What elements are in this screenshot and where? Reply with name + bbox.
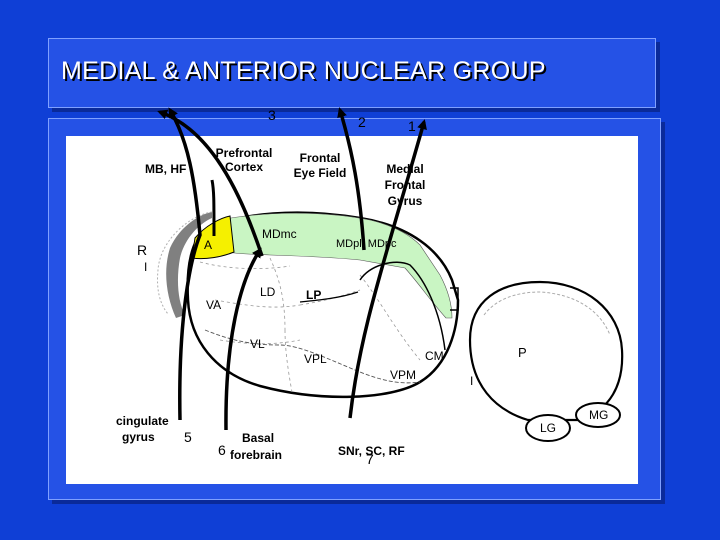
target-basal-line2: forebrain	[230, 448, 282, 462]
nucleus-p: P	[518, 345, 527, 360]
target-snr-sc-rf: SNr, SC, RF	[338, 444, 405, 458]
pathway-number: 6	[218, 442, 226, 458]
nucleus-vpm: VPM	[390, 368, 416, 382]
nucleus-vpl: VPL	[304, 352, 327, 366]
nucleus-a: A	[204, 238, 212, 252]
target-medial-frontal-line1: Medial	[386, 162, 423, 176]
target-medial-frontal-line2: Frontal	[385, 178, 426, 192]
target-cingulate-line2: gyrus	[122, 430, 155, 444]
nucleus-mg: MG	[589, 408, 608, 422]
nucleus-r: R	[137, 242, 147, 258]
target-medial-frontal-line3: Gyrus	[388, 194, 423, 208]
target-frontal-eye-line2: Eye Field	[294, 166, 347, 180]
pathway-number: 3	[268, 107, 276, 123]
target-mb-hf: MB, HF	[145, 162, 186, 176]
nucleus-va: VA	[206, 298, 221, 312]
target-frontal-eye-line1: Frontal	[300, 151, 341, 165]
nucleus-ld: LD	[260, 285, 276, 299]
target-cingulate-line1: cingulate	[116, 414, 169, 428]
nucleus-cm: CM	[425, 349, 444, 363]
target-basal-line1: Basal	[242, 431, 274, 445]
pathway-number: 2	[358, 114, 366, 130]
nucleus-lp: LP	[306, 288, 321, 302]
nucleus-lg: LG	[540, 421, 556, 435]
nucleus-mdmc: MDmc	[262, 227, 297, 241]
nucleus-mdpl-mdpc: MDpl, MDpc	[336, 238, 397, 250]
target-prefrontal-line1: Prefrontal	[216, 146, 273, 160]
target-prefrontal-line2: Cortex	[225, 160, 263, 174]
pathway-number: 5	[184, 429, 192, 445]
nucleus-vl: VL	[250, 337, 265, 351]
pathway-number: 1	[408, 118, 416, 134]
nucleus-i-left: I	[144, 260, 147, 274]
pulvinar-lobe	[470, 282, 622, 420]
nucleus-i-right: I	[470, 374, 473, 388]
